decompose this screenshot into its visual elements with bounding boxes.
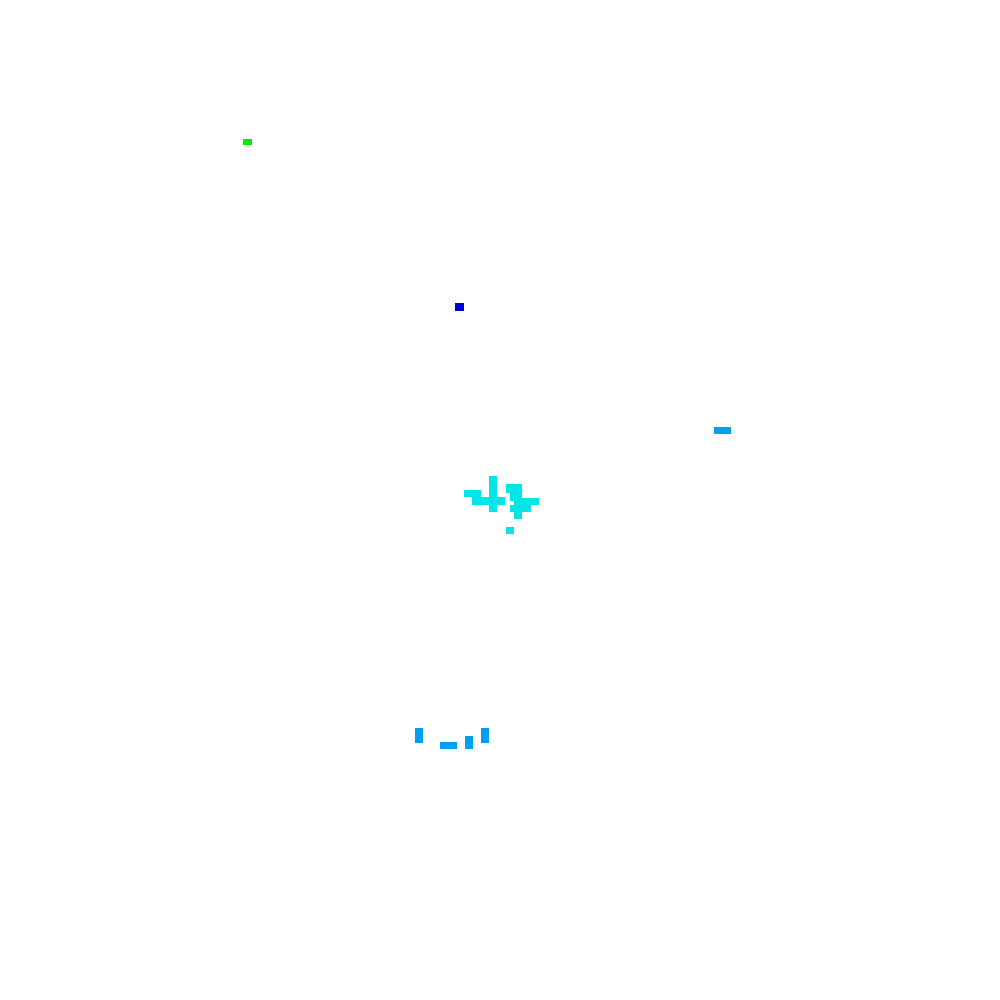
cyan-pixel <box>464 490 481 497</box>
cyan-pixel <box>514 512 522 519</box>
cyan-pixel <box>510 493 522 501</box>
sky-fragment <box>465 736 473 749</box>
sky-fragment <box>440 742 457 749</box>
cyan-pixel <box>514 498 539 505</box>
sky-fragment <box>481 728 489 743</box>
cyan-pixel <box>489 505 497 512</box>
cyan-pixel <box>489 484 497 497</box>
cyan-pixel <box>506 527 514 534</box>
sky-fragment <box>415 728 423 743</box>
cyan-pixel <box>510 505 531 512</box>
cyan-pixel <box>472 497 505 505</box>
sky-dash-mark <box>714 427 731 434</box>
cyan-pixel <box>506 484 522 493</box>
blue-pixel-mark <box>455 303 464 311</box>
green-pixel-mark <box>243 139 252 145</box>
cyan-pixel <box>489 476 497 484</box>
